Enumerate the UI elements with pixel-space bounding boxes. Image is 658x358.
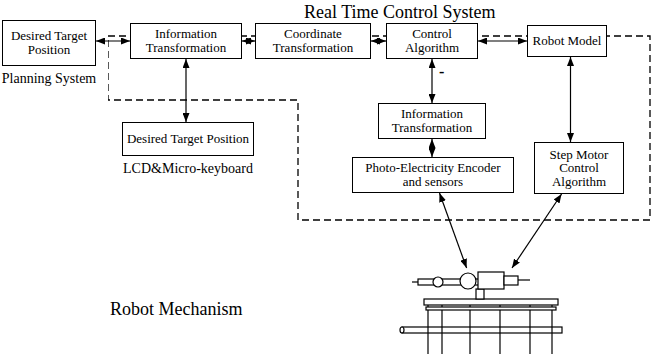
planning-box: Desired Target PositionPlanning System: [2, 20, 96, 66]
connector-arrow: [431, 139, 432, 157]
dashed-border: [108, 36, 650, 220]
connector-arrow: [570, 57, 571, 142]
box-text: Information Transformation: [133, 27, 239, 54]
box-text: Information Transformation: [381, 107, 483, 134]
region-heading: Real Time Control System: [304, 3, 496, 23]
connector-arrow: [242, 40, 255, 41]
connector-arrow: [371, 40, 386, 41]
control-region: Real Time Control SystemInformation Tran…: [108, 0, 652, 222]
connector-arrow: [440, 193, 467, 268]
connector-arrow: [96, 40, 130, 41]
box-text: Desired Target Position: [127, 132, 249, 146]
sensor-box: Photo-Electricity Encoder and sensors: [352, 157, 514, 193]
box-heading: Planning System: [2, 71, 97, 86]
mechanism-label: Robot Mechanism: [110, 300, 243, 320]
connector-arrow: [512, 194, 562, 268]
connector-arrow: [478, 40, 527, 41]
connector-arrow: [185, 59, 186, 122]
process-box: Robot Model: [527, 25, 607, 57]
box-heading: LCD&Micro-keyboard: [123, 161, 253, 176]
process-box: Control Algorithm: [386, 23, 478, 59]
process-box: Coordinate Transformation: [255, 23, 371, 59]
feedback-sign: -: [438, 64, 445, 80]
box-text: Step Motor Control Algorithm: [537, 148, 621, 189]
box-text: Control Algorithm: [389, 27, 475, 54]
robot-mechanism: Robot Mechanism: [400, 268, 565, 356]
box-text: Robot Model: [533, 34, 602, 48]
box-text: Desired Target Position: [5, 29, 93, 56]
input-box: Desired Target PositionLCD&Micro-keyboar…: [122, 122, 254, 156]
process-box: Information Transformation: [378, 103, 486, 139]
process-box: Information Transformation: [130, 23, 242, 59]
box-text: Photo-Electricity Encoder and sensors: [355, 161, 511, 188]
process-box: Step Motor Control Algorithm: [534, 142, 624, 194]
box-text: Coordinate Transformation: [258, 27, 368, 54]
connector-arrow: [431, 59, 432, 103]
